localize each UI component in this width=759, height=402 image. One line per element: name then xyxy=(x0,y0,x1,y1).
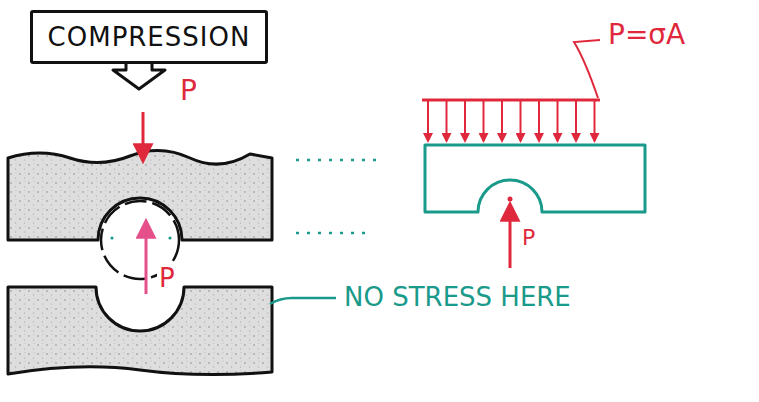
distributed-load xyxy=(422,99,600,102)
reaction-arrow xyxy=(145,222,148,294)
callout-pointer xyxy=(113,62,165,89)
load-arrow xyxy=(575,100,577,141)
projection-line xyxy=(296,232,372,235)
free-body xyxy=(425,145,645,212)
callout-box: COMPRESSION xyxy=(30,10,268,64)
force-label: P xyxy=(520,226,537,250)
load-arrow xyxy=(446,100,448,141)
load-arrow xyxy=(594,100,596,141)
load-arrow xyxy=(483,100,485,141)
load-arrow xyxy=(501,100,503,141)
load-arrow xyxy=(427,100,429,141)
force-label: P xyxy=(157,264,177,293)
stress-label: P=σA xyxy=(606,20,687,51)
projection-line xyxy=(296,159,382,162)
lower-block xyxy=(8,287,272,375)
leader-line xyxy=(574,40,600,98)
load-arrow xyxy=(557,100,559,141)
note-label: NO STRESS HERE xyxy=(342,283,573,312)
load-arrow xyxy=(464,100,466,141)
callout-text: COMPRESSION xyxy=(47,22,251,52)
force-label: P xyxy=(178,76,199,107)
load-arrow xyxy=(142,112,145,160)
load-arrow xyxy=(538,100,540,141)
leader-line xyxy=(270,298,336,304)
reaction-arrow xyxy=(509,205,512,268)
load-arrow xyxy=(520,100,522,141)
